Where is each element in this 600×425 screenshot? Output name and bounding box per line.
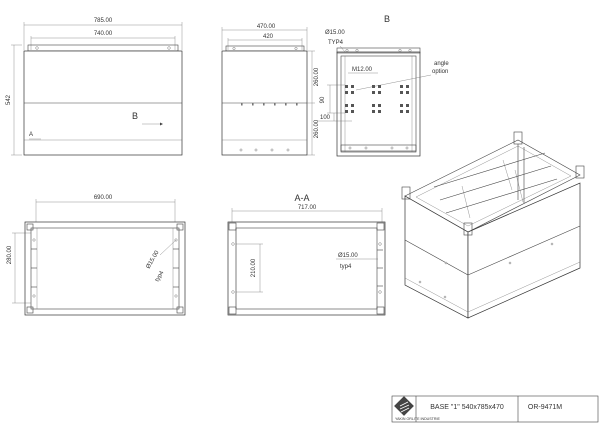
part-number: OR-9471M <box>528 404 562 411</box>
title-block: YAKIN ORLITE INDUSTRIE BASE "1" 540x785x… <box>391 395 599 423</box>
section-aa-hole-dia: Ø15.00 <box>338 253 358 259</box>
isometric-view <box>401 131 585 319</box>
front-width-outer: 785.00 <box>94 18 113 24</box>
front-width-inner: 740.00 <box>94 31 113 37</box>
detail-b-view: B Ø15.00 TYP4 M12.00 angle option <box>318 14 449 157</box>
side-height-lower: 260.00 <box>314 119 320 138</box>
section-aa-height: 210.00 <box>251 258 257 277</box>
drawing-description: BASE "1" 540x785x470 <box>430 404 504 411</box>
section-aa-width: 717.00 <box>298 205 317 211</box>
section-aa-view: A-A 717.00 210.00 Ø15.00 typ4 <box>227 193 386 316</box>
detail-b-title: B <box>384 14 390 24</box>
top-width: 690.00 <box>94 195 113 201</box>
top-depth: 280.00 <box>7 245 13 264</box>
side-height-upper: 260.00 <box>314 67 320 86</box>
side-width-outer: 470.00 <box>257 24 276 30</box>
detail-b-angle-note-2: option <box>432 69 448 75</box>
side-width-inner: 420 <box>263 34 274 40</box>
detail-b-angle-note-1: angle <box>434 61 449 67</box>
side-view: 470.00 420 260.00 260.00 <box>221 24 320 156</box>
detail-b-dim-100: 100 <box>320 115 331 121</box>
detail-b-dim-90: 90 <box>320 96 326 103</box>
company-name: YAKIN ORLITE INDUSTRIE <box>395 417 440 421</box>
detail-b-hole-dia: Ø15.00 <box>325 30 345 36</box>
top-hole-typ: typ4 <box>155 270 166 283</box>
company-logo-icon <box>394 396 414 416</box>
front-cut-label: A <box>29 132 33 138</box>
detail-b-hole-typ: TYP4 <box>328 40 344 46</box>
front-view: 785.00 740.00 542 B A <box>6 18 183 156</box>
detail-b-thread: M12.00 <box>352 67 373 73</box>
section-aa-title: A-A <box>294 193 309 203</box>
front-section-label: B <box>132 111 138 121</box>
front-height-total: 542 <box>6 94 12 105</box>
top-view: 690.00 280.00 Ø15.00 typ4 <box>7 195 186 316</box>
section-aa-hole-typ: typ4 <box>340 264 352 270</box>
